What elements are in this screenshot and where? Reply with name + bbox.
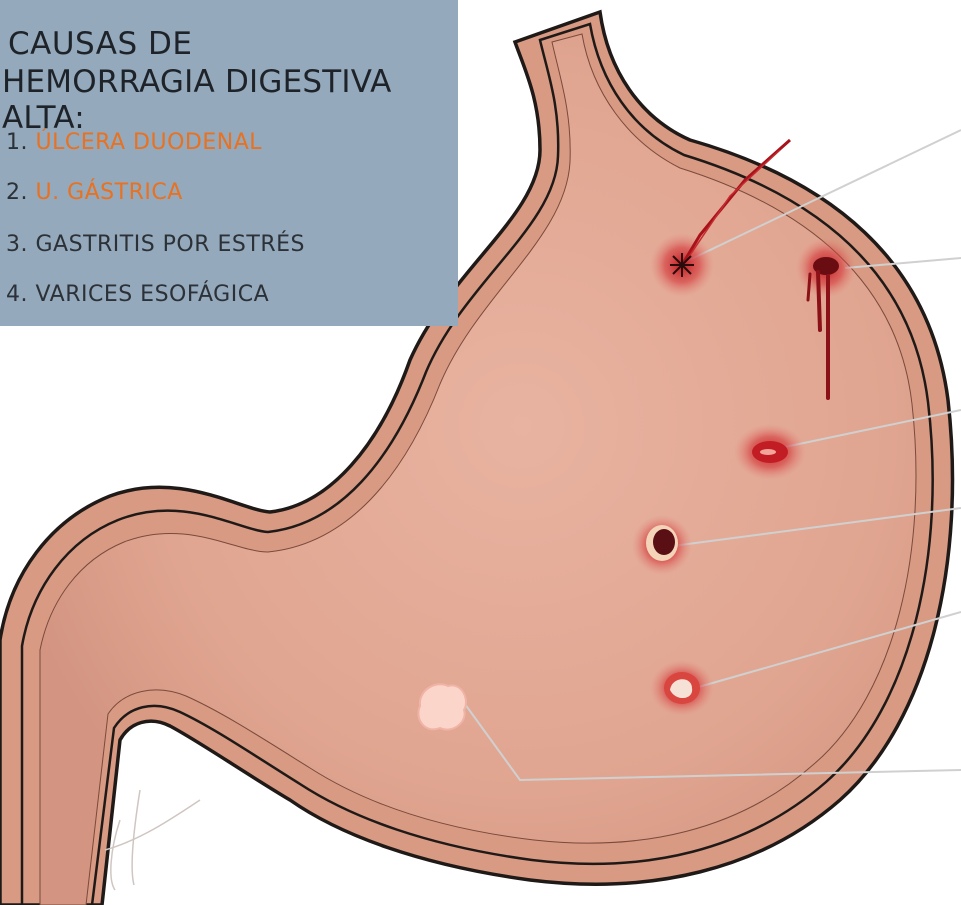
cause-number: 4. xyxy=(6,282,28,307)
clean-base-ulcer-icon xyxy=(650,660,714,716)
cause-item-4: 4. VARICES ESOFÁGICA xyxy=(6,282,269,307)
pale-scar-icon xyxy=(418,684,466,729)
cause-label: U. GÁSTRICA xyxy=(36,180,183,205)
cause-label: GASTRITIS POR ESTRÉS xyxy=(36,232,305,257)
cause-number: 3. xyxy=(6,232,28,257)
cause-label: ÚLCERA DUODENAL xyxy=(36,130,263,155)
panel-title-line1: CAUSAS DE xyxy=(8,26,193,62)
deep-crater-ulcer-icon xyxy=(632,515,692,575)
erosion-icon xyxy=(734,424,806,480)
cause-item-2: 2. U. GÁSTRICA xyxy=(6,180,183,205)
panel-title-line2: HEMORRAGIA DIGESTIVA ALTA: xyxy=(2,64,458,136)
cause-label: VARICES ESOFÁGICA xyxy=(36,282,270,307)
cause-item-1: 1. ÚLCERA DUODENAL xyxy=(6,130,262,155)
cause-number: 1. xyxy=(6,130,28,155)
causes-panel: CAUSAS DE HEMORRAGIA DIGESTIVA ALTA: 1. … xyxy=(0,0,458,326)
signature-mark xyxy=(105,790,200,890)
cause-number: 2. xyxy=(6,180,28,205)
cause-item-3: 3. GASTRITIS POR ESTRÉS xyxy=(6,232,305,257)
